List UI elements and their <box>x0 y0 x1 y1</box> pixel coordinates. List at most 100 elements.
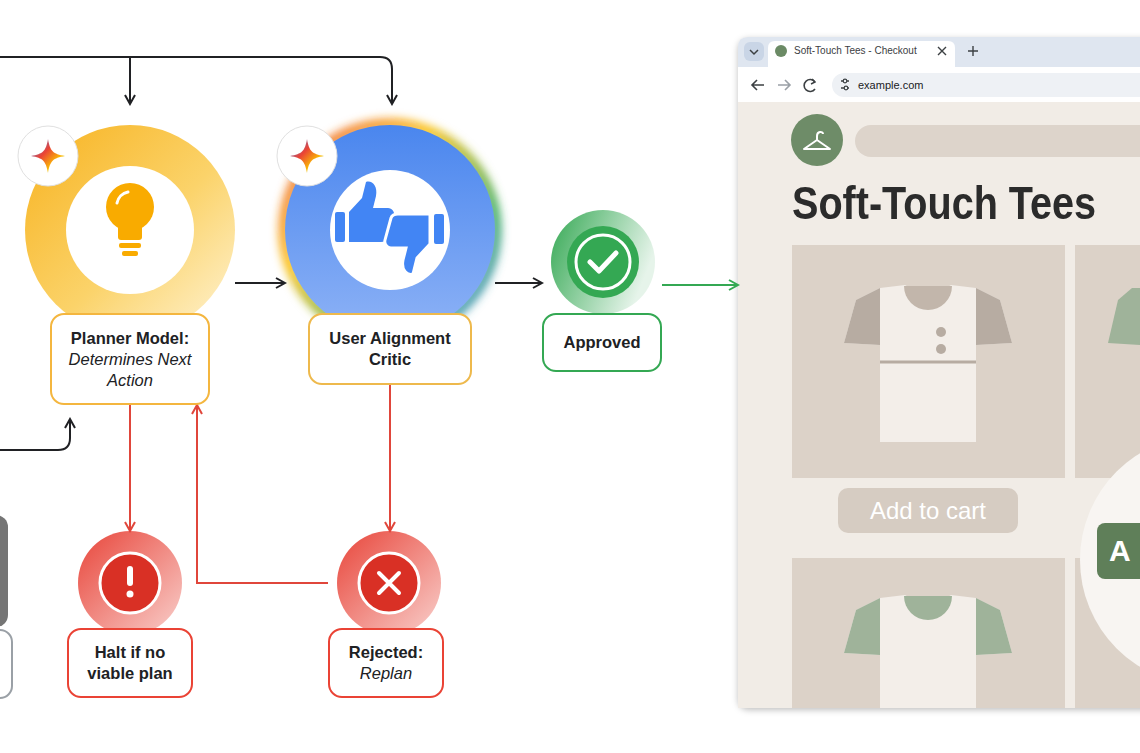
halt-circle <box>127 591 134 598</box>
node-subtitle: Replan <box>360 663 412 684</box>
planner-circle <box>118 222 142 240</box>
browser-window <box>752 80 764 90</box>
node-title: Approved <box>563 332 640 353</box>
gemini-badge <box>290 139 324 173</box>
planner-circle <box>25 125 235 335</box>
rejected-circle <box>337 531 441 635</box>
tshirt-picture <box>880 361 976 364</box>
label-pill: User Alignment Critic <box>308 313 472 385</box>
tshirt-picture <box>936 327 946 337</box>
browser-window <box>744 42 764 61</box>
approved-circle <box>551 210 655 314</box>
planner-circle <box>66 166 194 294</box>
planner-node: Planner Model:Determines Next Action <box>25 125 235 405</box>
node-title: Planner Model: <box>71 328 189 349</box>
halt-circle <box>78 531 182 635</box>
halt-circle <box>100 553 160 613</box>
critic-node: User Alignment Critic <box>285 125 495 385</box>
tshirt-picture <box>844 285 1012 442</box>
feedback-lines <box>0 57 392 104</box>
critic-circle <box>335 212 345 242</box>
browser-window <box>775 45 787 57</box>
critic-circle <box>434 214 444 244</box>
label-pill: Planner Model:Determines Next Action <box>50 313 210 405</box>
flow-arrow <box>662 284 738 286</box>
flow-arrow <box>235 282 285 284</box>
partial-panel <box>0 630 12 698</box>
tshirt-picture <box>904 596 952 620</box>
browser-window <box>968 46 978 56</box>
tshirt-picture <box>844 285 1012 442</box>
approved-circle <box>567 226 639 298</box>
button-label: Add to cart <box>838 488 1018 533</box>
browser-window <box>792 245 1065 478</box>
button-label: A <box>1109 529 1131 573</box>
browser-window <box>838 488 1018 533</box>
feedback-lines <box>129 57 131 104</box>
browser-window <box>1080 435 1140 685</box>
partial-panel <box>0 515 8 627</box>
browser-window <box>804 80 815 92</box>
browser-window <box>855 125 1140 157</box>
approved-node: Approved <box>542 210 662 372</box>
halt-circle <box>78 531 182 635</box>
critic-circle <box>284 124 496 336</box>
critic-circle <box>284 124 496 336</box>
tshirt-picture <box>844 288 880 345</box>
approved-circle <box>576 235 630 289</box>
tab-title: Soft-Touch Tees - Checkout <box>794 45 917 57</box>
label-pill: Rejected:Replan <box>328 628 444 698</box>
halt-node: Halt if no viable plan <box>67 531 193 698</box>
flow-arrow <box>389 385 391 531</box>
browser-window <box>738 102 1140 708</box>
browser-window <box>938 47 946 55</box>
label-pill: Halt if no viable plan <box>67 628 193 698</box>
flow-arrow <box>129 405 131 531</box>
browser-window <box>1097 523 1140 579</box>
flow-arrow <box>197 405 328 583</box>
gemini-badge <box>277 126 337 186</box>
browser-window <box>1108 288 1140 345</box>
flow-arrow <box>495 282 542 284</box>
planner-circle <box>25 125 235 335</box>
tshirt-picture <box>936 344 946 354</box>
tshirt-picture <box>844 598 880 655</box>
browser-window: Soft-Touch Tees - Checkout example.comSof… <box>738 37 1140 708</box>
rejected-circle <box>379 573 399 593</box>
rejected-node: Rejected:Replan <box>328 531 444 698</box>
browser-window <box>750 50 758 54</box>
browser-window <box>791 114 843 166</box>
browser-window <box>738 37 1140 67</box>
browser-window <box>778 80 790 90</box>
browser-window <box>811 79 815 84</box>
page-heading: Soft-Touch Tees <box>792 179 1096 227</box>
partial-panel <box>0 515 12 698</box>
browser-window <box>738 37 1140 752</box>
browser-window <box>804 140 830 149</box>
planner-circle <box>122 251 138 256</box>
tshirt-picture <box>904 286 952 310</box>
gemini-badge <box>18 126 78 186</box>
planner-circle <box>119 243 141 248</box>
node-subtitle: Determines Next Action <box>62 349 198 391</box>
tshirt-picture <box>844 595 1012 708</box>
gemini-badge <box>277 126 337 186</box>
node-title: Halt if no viable plan <box>79 642 181 684</box>
critic-circle <box>385 214 430 274</box>
node-title: User Alignment Critic <box>320 328 460 370</box>
label-pill: Approved <box>542 313 662 372</box>
browser-window <box>843 79 847 83</box>
browser-window <box>1075 245 1140 478</box>
tshirt-picture <box>976 288 1012 345</box>
url-text: example.com <box>858 78 923 92</box>
approved-circle <box>590 253 616 271</box>
approved-circle <box>551 210 655 314</box>
browser-window <box>832 73 1140 97</box>
node-title: Rejected: <box>349 642 423 663</box>
critic-circle <box>330 170 450 290</box>
halt-circle <box>127 566 133 586</box>
gemini-badge <box>31 139 65 173</box>
planner-circle <box>117 192 128 203</box>
feedback-lines <box>0 419 70 450</box>
